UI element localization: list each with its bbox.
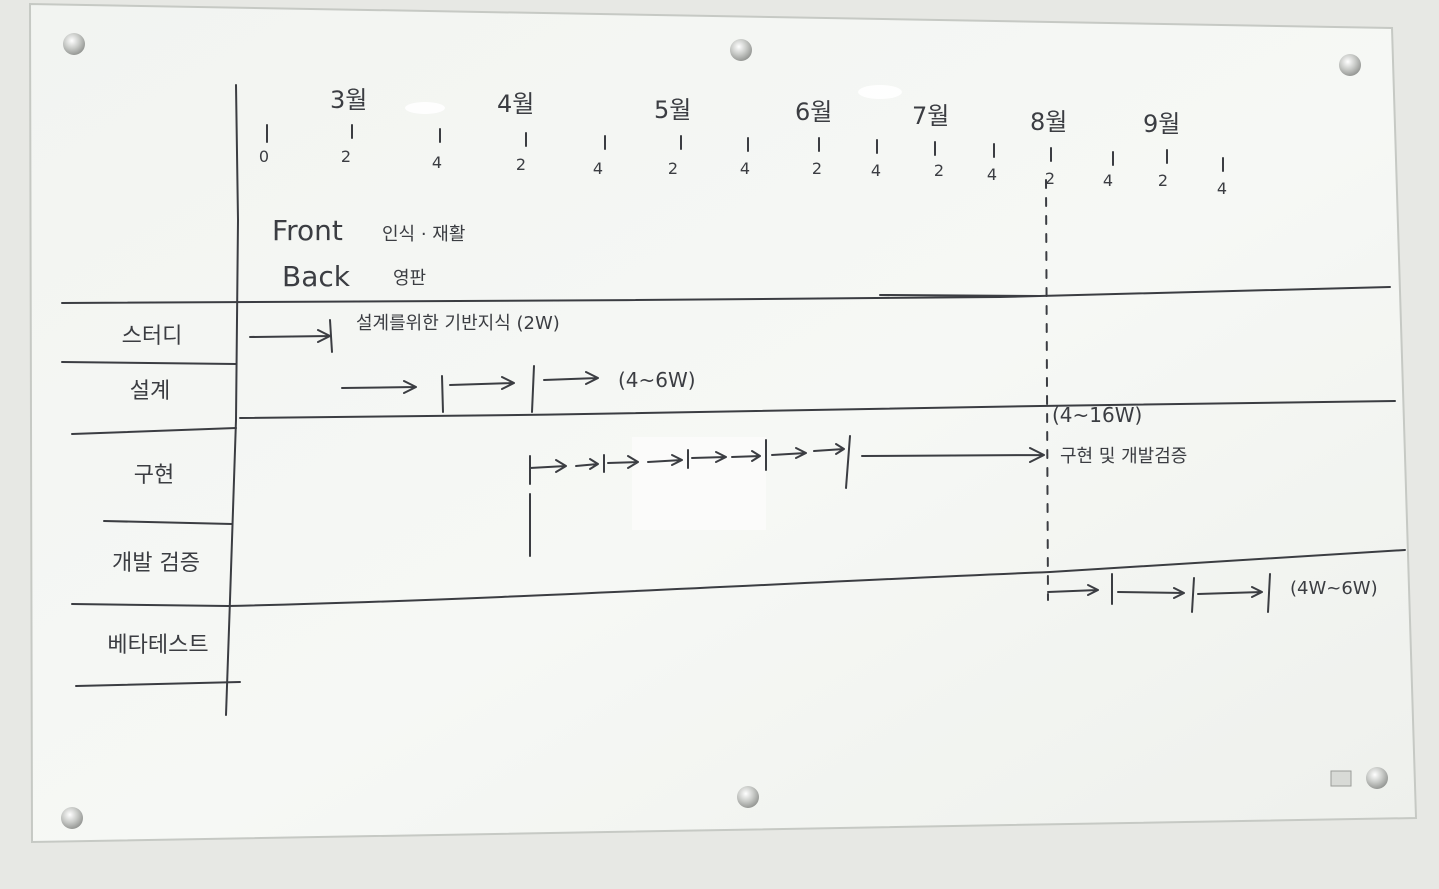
study-annotation: 설계를위한 기반지식 (2W) (356, 313, 560, 334)
week-tick-label: 2 (1045, 169, 1055, 188)
row-divider (103, 520, 233, 525)
mounting-bolts (61, 33, 1388, 829)
month-label: 9월 (1143, 110, 1180, 138)
row-label-beta-test: 베타테스트 (107, 633, 208, 658)
week-tick-labels: 0 2 4 2 4 2 4 2 4 2 4 2 4 2 4 (259, 147, 1227, 198)
row-label-dev-verification: 개발 검증 (112, 551, 200, 576)
month-label: 4월 (497, 90, 534, 118)
row-divider (61, 286, 1391, 305)
row-divider (61, 361, 237, 365)
row-divider (75, 681, 241, 687)
row-divider (239, 400, 1396, 419)
row-divider (71, 427, 237, 435)
front-note: Front (272, 214, 343, 247)
week-tick-label: 4 (1217, 179, 1227, 198)
row-label-study: 스터디 (122, 324, 183, 349)
row-divider (71, 549, 1406, 608)
week-tick-label: 0 (259, 147, 269, 166)
month-label: 6월 (795, 98, 832, 126)
whiteboard-panel (28, 2, 1418, 844)
beta-annotation: (4W~6W) (1290, 578, 1378, 599)
dashed-milestone-line (1045, 179, 1049, 601)
week-tick-marks (266, 124, 1224, 172)
week-tick-label: 2 (341, 147, 351, 166)
erased-area (632, 437, 766, 530)
month-label: 8월 (1030, 108, 1067, 136)
week-tick-label: 2 (1158, 171, 1168, 190)
notes: Front 인식 · 재활 Back 영판 (272, 214, 465, 293)
row-labels: 스터디 설계 구현 개발 검증 베타테스트 (107, 324, 208, 658)
vertical-axis-line (225, 84, 240, 716)
month-labels: 3월 4월 5월 6월 7월 8월 9월 (330, 86, 1180, 138)
week-tick-label: 4 (740, 159, 750, 178)
implementation-annotation: 구현 및 개발검증 (1060, 446, 1187, 467)
week-tick-label: 4 (593, 159, 603, 178)
month-label: 5월 (654, 96, 691, 124)
week-tick-label: 4 (432, 153, 442, 172)
light-glare (858, 85, 902, 99)
week-tick-label: 2 (516, 155, 526, 174)
implementation-duration: (4~16W) (1052, 403, 1142, 427)
brand-sticker (1330, 770, 1352, 787)
chart-grid-lines (61, 84, 1406, 716)
week-tick-label: 4 (1103, 171, 1113, 190)
timeline-arrows (249, 319, 1271, 613)
row-label-design: 설계 (130, 379, 170, 404)
design-annotation: (4~6W) (618, 368, 696, 392)
month-label: 3월 (330, 86, 367, 114)
week-tick-label: 4 (987, 165, 997, 184)
week-tick-label: 2 (934, 161, 944, 180)
back-detail: 영판 (393, 268, 426, 289)
week-tick-label: 2 (668, 159, 678, 178)
row-label-implementation: 구현 (134, 463, 174, 488)
light-glare (405, 102, 445, 114)
month-label: 7월 (912, 102, 949, 130)
week-tick-label: 2 (812, 159, 822, 178)
annotations: 설계를위한 기반지식 (2W) (4~6W) (4~16W) 구현 및 개발검증… (356, 313, 1378, 599)
back-note: Back (282, 260, 351, 293)
week-tick-label: 4 (871, 161, 881, 180)
front-detail: 인식 · 재활 (382, 224, 465, 245)
